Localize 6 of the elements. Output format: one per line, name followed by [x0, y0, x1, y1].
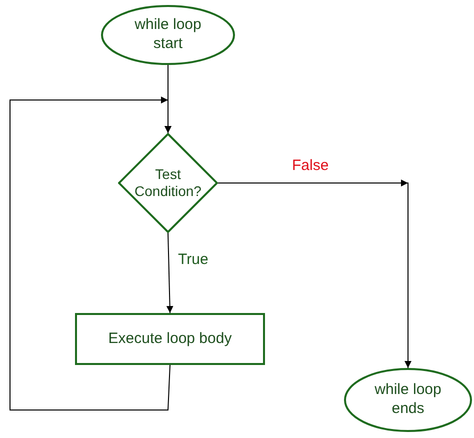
- edge-label: False: [290, 158, 331, 173]
- node-text: Execute loop body: [108, 330, 232, 348]
- node-text: while loop start: [134, 16, 202, 54]
- node-text: Test Condition?: [134, 166, 202, 200]
- node-text: while loop ends: [374, 381, 442, 419]
- edge-label: True: [176, 252, 210, 267]
